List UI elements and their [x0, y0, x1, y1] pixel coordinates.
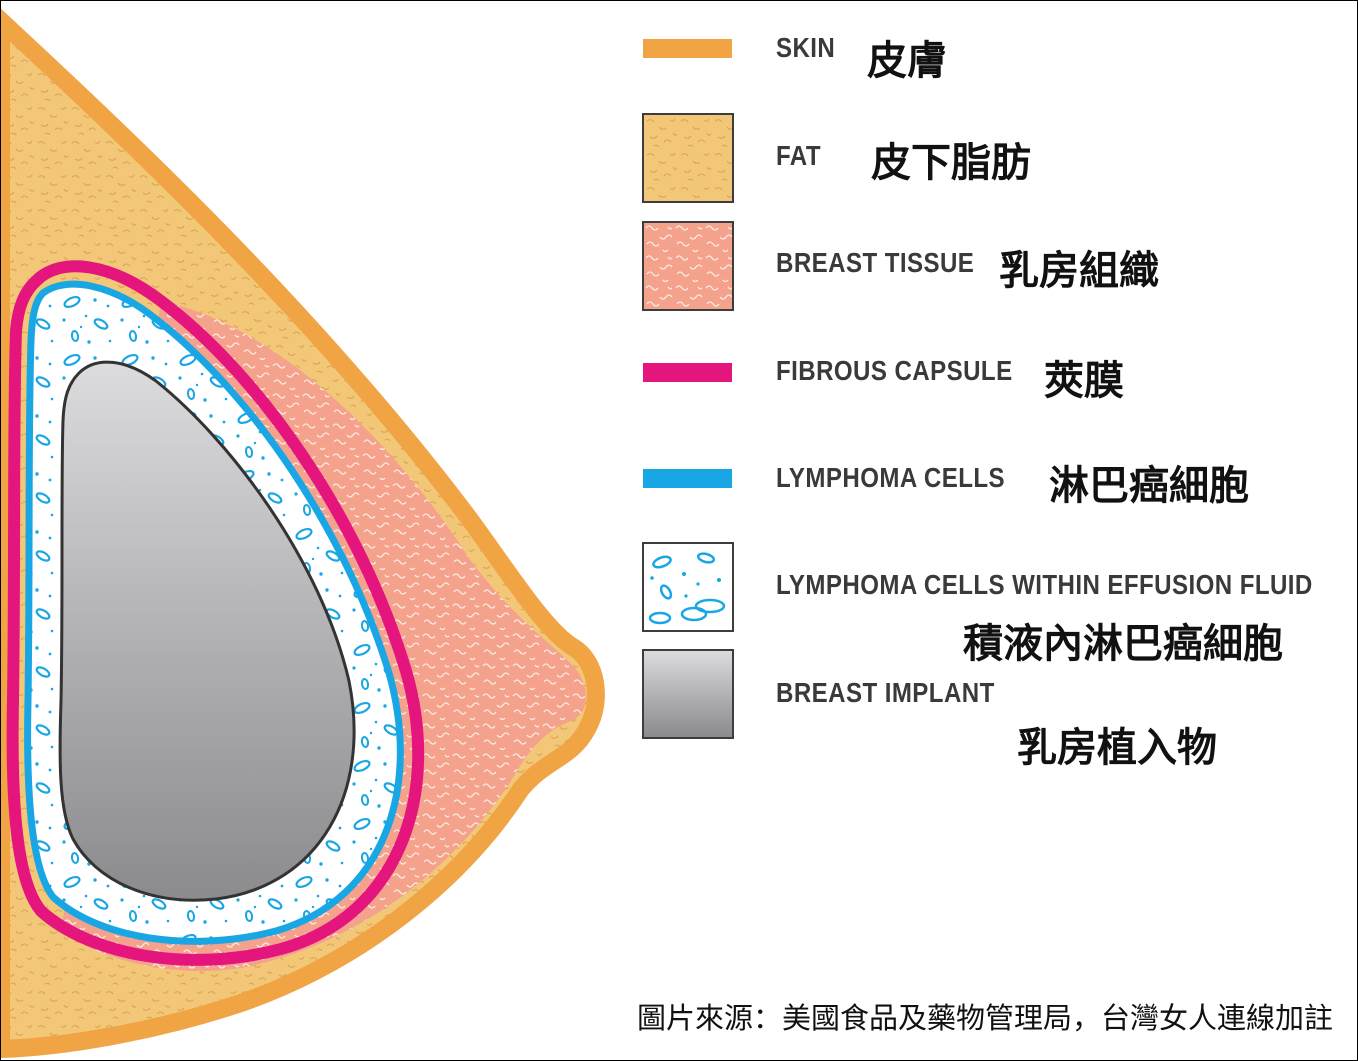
breast-implant-label-zh: 乳房植入物: [1017, 725, 1217, 771]
lymphoma-cells-label-zh: 淋巴癌細胞: [1049, 463, 1249, 509]
fibrous-capsule-swatch: [643, 363, 732, 382]
breast-tissue-label-en: BREAST TISSUE: [776, 247, 975, 278]
fat-label-en: FAT: [776, 140, 821, 171]
breast-implant-shape: [58, 360, 356, 902]
breast-tissue-swatch: [642, 221, 734, 311]
fibrous-capsule-label-en: FIBROUS CAPSULE: [776, 355, 1013, 386]
source-note: 圖片來源：美國食品及藥物管理局，台灣女人連線加註: [636, 1001, 1333, 1035]
breast-tissue-label-zh: 乳房組織: [999, 248, 1159, 294]
fat-label-zh: 皮下脂肪: [871, 140, 1031, 186]
breast-implant-cross-section: [1, 8, 605, 1059]
lymphoma-in-fluid-swatch: [642, 542, 734, 632]
fibrous-capsule-layer: [6, 260, 425, 966]
skin-swatch: [643, 39, 732, 58]
skin-label-en: SKIN: [776, 32, 836, 63]
skin-label-zh: 皮膚: [867, 38, 947, 84]
lymphoma-in-fluid-label-zh: 積液內淋巴癌細胞: [963, 621, 1283, 667]
fibrous-capsule-label-zh: 莢膜: [1044, 358, 1124, 404]
fat-swatch: [642, 113, 734, 203]
lymphoma-cells-swatch: [643, 469, 732, 488]
breast-implant-label-en: BREAST IMPLANT: [776, 677, 995, 708]
lymphoma-in-fluid-label-en: LYMPHOMA CELLS WITHIN EFFUSION FLUID: [776, 569, 1313, 600]
breast-implant-swatch: [642, 649, 734, 739]
lymphoma-cells-label-en: LYMPHOMA CELLS: [776, 462, 1006, 493]
